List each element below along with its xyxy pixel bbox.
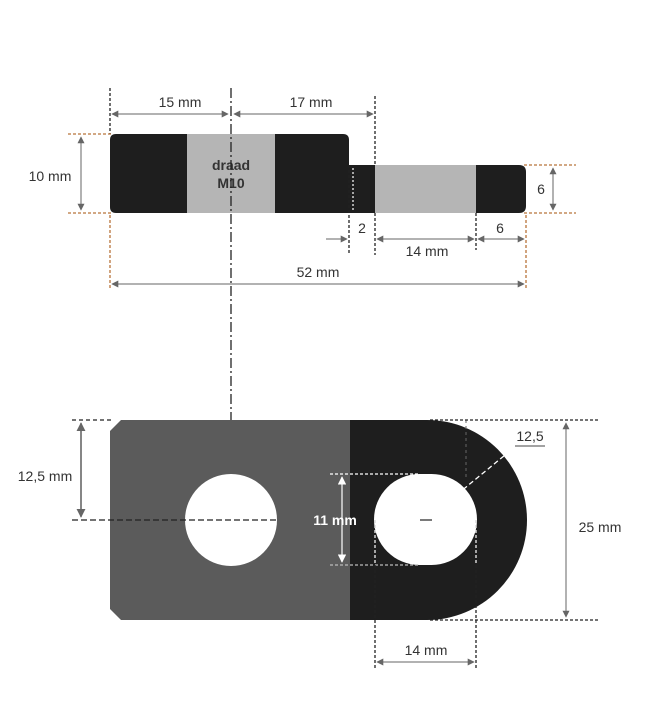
dim-text-14-top: 14 mm	[405, 642, 448, 658]
dim-text-11: 11 mm	[313, 512, 357, 528]
dim-text-6-right: 6	[537, 181, 545, 197]
dim-text-12-5: 12,5 mm	[18, 468, 72, 484]
dim-text-10: 10 mm	[29, 168, 72, 184]
side-thin-band	[375, 165, 476, 213]
dim-text-14-side: 14 mm	[406, 243, 449, 259]
dim-text-25: 25 mm	[579, 519, 622, 535]
radius-line	[425, 445, 517, 521]
dim-text-15: 15 mm	[159, 94, 202, 110]
dim-text-52: 52 mm	[297, 264, 340, 280]
side-view: draad M10 15 mm 17 mm 10 mm 6 2 14 mm 6	[29, 88, 576, 290]
dim-text-2: 2	[358, 220, 366, 236]
dim-text-6-bottom: 6	[496, 220, 504, 236]
dim-text-radius: 12,5	[516, 428, 543, 444]
dim-text-17: 17 mm	[290, 94, 333, 110]
top-view: 12,5 mm 11 mm 12,5 25 mm 14 mm	[18, 419, 622, 668]
